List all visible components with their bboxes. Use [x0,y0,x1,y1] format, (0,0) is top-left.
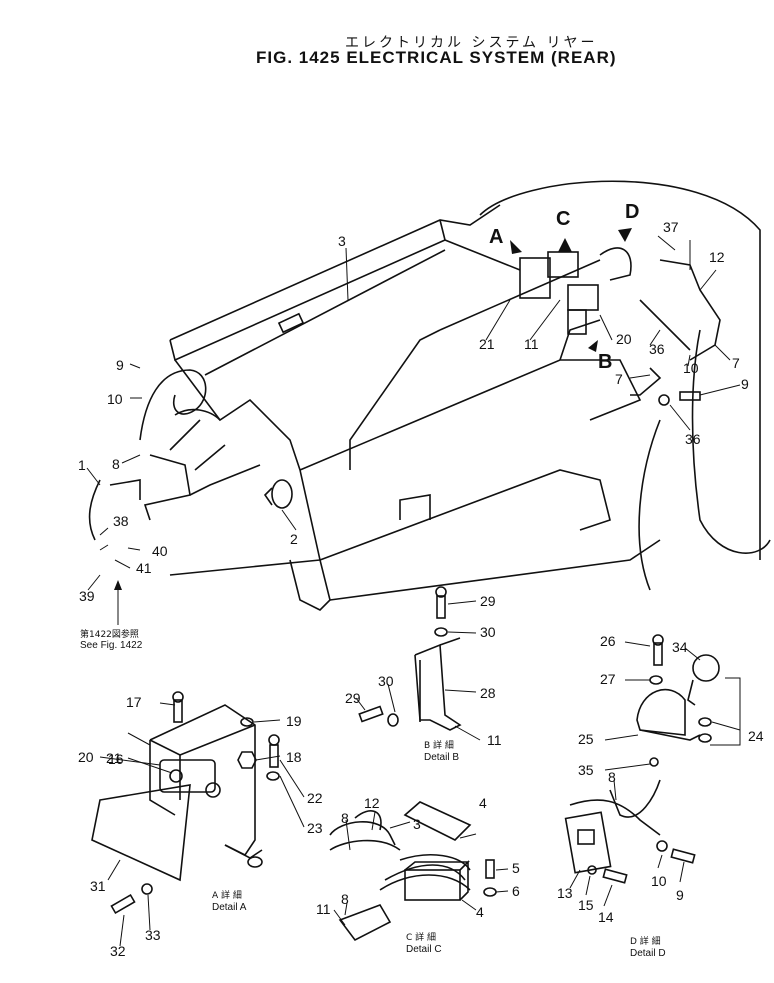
detail-c-callout-4: 4 [476,904,484,920]
detail-d-callout-15: 15 [578,897,594,913]
detail-d-callout-14: 14 [598,909,614,925]
detail-c-caption: Detail C [406,944,442,955]
view-arrow-a: A [489,226,503,248]
detail-a-callout-33: 33 [145,927,161,943]
callout-11: 11 [524,336,539,352]
callout-37: 37 [663,219,679,235]
detail-d-callout-8: 8 [608,769,616,785]
callout-9: 9 [116,357,124,373]
detail-d-callout-24: 24 [748,728,764,744]
view-arrow-d: D [625,201,639,223]
detail-b-callout-11: 11 [487,732,502,748]
callout-36-lower: 36 [685,431,701,447]
detail-a-callout-31: 31 [90,878,106,894]
detail-b-callout-29-top: 29 [480,593,496,609]
detail-a-drawing [91,691,280,915]
view-arrow-b: B [598,351,612,373]
callout-7-right: 7 [732,355,740,371]
detail-d-callout-25: 25 [578,731,594,747]
detail-d-callout-27: 27 [600,671,616,687]
callout-20: 20 [616,331,632,347]
detail-d-drawing [564,634,720,884]
callout-38: 38 [113,513,129,529]
callout-1: 1 [78,457,86,473]
detail-c-callout-6: 6 [512,883,520,899]
view-arrow-c: C [556,208,570,230]
detail-d-caption: Detail D [630,948,666,959]
detail-a-callout-23: 23 [307,820,323,836]
callout-40: 40 [152,543,168,559]
detail-b-callout-28: 28 [480,685,496,701]
callout-3: 3 [338,233,346,249]
detail-b-caption: Detail B [424,752,459,763]
detail-a-callout-16: 16 [108,751,124,767]
detail-c-callout-8-top: 8 [341,810,349,826]
detail-a-callout-22: 22 [307,790,323,806]
detail-d-callout-26: 26 [600,633,616,649]
detail-c-callout-11: 11 [316,901,331,917]
see-figure-ref-jp: 第1422図参照 [80,628,139,640]
figure-title-japanese: エレクトリカル システム リヤー [345,35,598,51]
figure-title: FIG. 1425 ELECTRICAL SYSTEM (REAR) [256,48,617,67]
detail-c-caption-jp: C 詳 細 [406,931,436,943]
detail-c-callout-4-top: 4 [479,795,487,811]
callout-9-right: 9 [741,376,749,392]
callout-39: 39 [79,588,95,604]
detail-b-caption-jp: B 詳 細 [424,739,454,751]
detail-b-callout-30: 30 [378,673,394,689]
detail-a-callout-19: 19 [286,713,302,729]
callout-21: 21 [479,336,495,352]
callout-10: 10 [107,391,123,407]
machine-frame-drawing [88,180,771,611]
detail-c-callout-3: 3 [413,816,421,832]
detail-d-callout-34: 34 [672,639,688,655]
detail-b-drawing [358,586,462,731]
callout-12: 12 [709,249,725,265]
detail-a-callout-32: 32 [110,943,126,959]
detail-d-callout-9: 9 [676,887,684,903]
detail-a-callout-20: 20 [78,749,94,765]
detail-d-callout-10: 10 [651,873,667,889]
detail-b-callout-30-top: 30 [480,624,496,640]
detail-a-caption-jp: A 詳 細 [212,889,242,901]
callout-10-right: 10 [683,360,699,376]
callout-2: 2 [290,531,298,547]
detail-a-callout-17: 17 [126,694,142,710]
detail-c-callout-12: 12 [364,795,380,811]
callout-36-upper: 36 [649,341,665,357]
callout-41: 41 [136,560,152,576]
callout-8: 8 [112,456,120,472]
see-figure-ref: See Fig. 1422 [80,640,143,651]
detail-c-callout-8: 8 [341,891,349,907]
detail-c-drawing [329,801,497,942]
detail-d-caption-jp: D 詳 細 [630,935,661,947]
detail-a-callout-21: 21 [106,750,122,766]
detail-a-caption: Detail A [212,902,247,913]
detail-b-callout-29: 29 [345,690,361,706]
detail-c-callout-5: 5 [512,860,520,876]
callout-7-lower: 7 [615,371,623,387]
detail-d-callout-13: 13 [557,885,573,901]
detail-d-callout-35: 35 [578,762,594,778]
detail-a-callout-18: 18 [286,749,302,765]
